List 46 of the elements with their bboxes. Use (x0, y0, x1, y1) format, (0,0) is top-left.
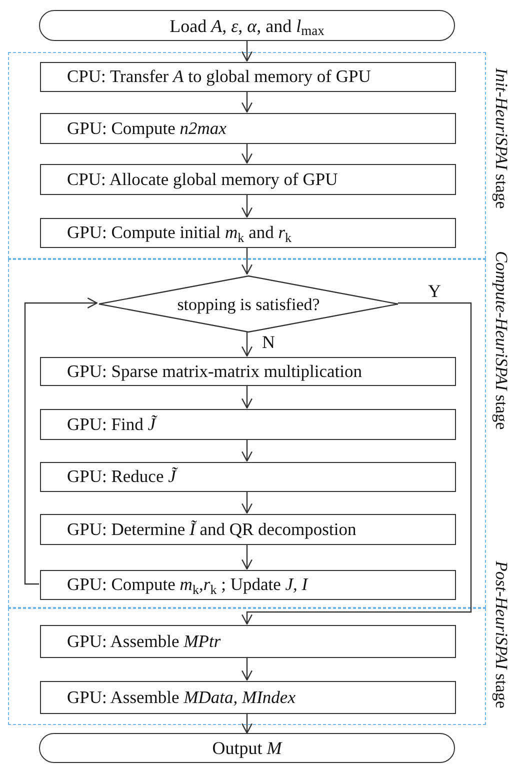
arrow (241, 302, 472, 625)
arrow (241, 439, 253, 462)
arrow (241, 657, 253, 681)
process-box (40, 625, 456, 658)
arrow (241, 143, 253, 164)
process-text: GPU: Assemble MData, MIndex (67, 688, 296, 706)
terminal-text: Load A, ε, α, and l$_{max}$ (170, 16, 324, 34)
process-text: GPU: Determine Ĩ and QR decompostion (67, 520, 356, 538)
arrow (241, 544, 253, 570)
process-box (40, 514, 456, 545)
arrow (241, 41, 253, 62)
arrow (241, 91, 253, 113)
process-box (40, 164, 456, 195)
arrow (241, 332, 253, 357)
stage-label: Post-HeuriSPAI stage (493, 561, 510, 708)
process-box (40, 570, 456, 600)
process-text: CPU: Transfer A to global memory of GPU (67, 68, 371, 86)
decision-text: stopping is satisfied? (177, 296, 320, 312)
stage-label: Compute-HeuriSPAI stage (493, 251, 510, 430)
arrow (241, 247, 253, 275)
process-box (40, 409, 456, 440)
edge-label: Y (428, 282, 441, 300)
process-text: GPU: Compute initial m$_{k}$ and r$_{k}$ (67, 224, 292, 242)
process-text: GPU: Sparse matrix-matrix multiplication (67, 362, 362, 380)
process-box (40, 218, 456, 248)
edge-label: N (262, 333, 275, 351)
process-text: GPU: Assemble MPtr (67, 632, 221, 650)
process-box (40, 62, 456, 92)
process-text: CPU: Allocate global memory of GPU (67, 170, 338, 188)
process-box (40, 357, 456, 386)
process-box (40, 681, 456, 714)
terminal-box (39, 10, 455, 41)
process-text: GPU: Compute n2max (67, 120, 226, 138)
arrow (24, 297, 98, 585)
arrow (241, 385, 253, 409)
process-text: GPU: Reduce J̃ (67, 468, 176, 486)
process-text: GPU: Find J̃ (67, 416, 156, 434)
arrow (241, 194, 253, 218)
arrow (241, 491, 253, 514)
stage-label: Init-HeuriSPAI stage (493, 68, 510, 209)
arrow (241, 713, 253, 734)
process-box (40, 462, 456, 492)
terminal-box (39, 733, 455, 763)
process-text: GPU: Compute m$_{k}$,r$_{k}$ ; Update J, I (67, 576, 308, 594)
terminal-text: Output M (212, 739, 282, 757)
process-box (40, 113, 456, 144)
